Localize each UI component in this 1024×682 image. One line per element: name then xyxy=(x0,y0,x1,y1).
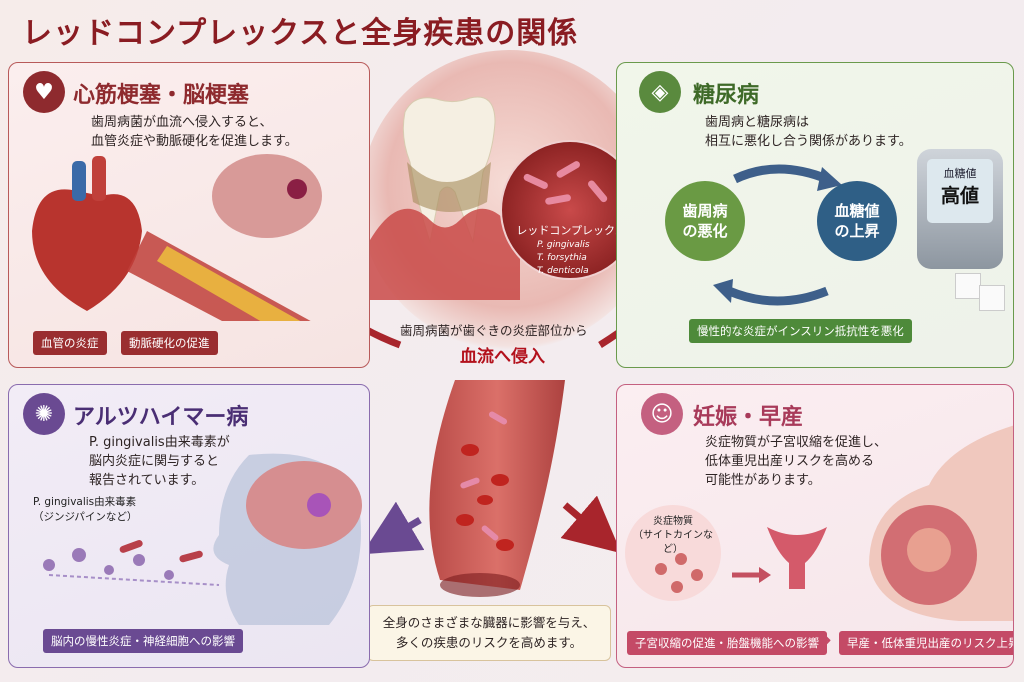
meter-value: 高値 xyxy=(940,185,979,207)
panel-diabetes: ◈ 糖尿病 歯周病と糖尿病は 相互に悪化し合う関係があります。 歯周病 の悪化 … xyxy=(616,62,1014,368)
diabetes-text-line2: 相互に悪化し合う関係があります。 xyxy=(705,134,912,149)
brain-head-illustration xyxy=(43,453,362,625)
red-complex-label: レッドコンプレックス xyxy=(516,224,626,237)
pregnancy-text: 炎症物質が子宮収縮を促進し、 低体重児出産リスクを高める 可能性があります。 xyxy=(705,433,887,490)
node-blood-sugar: 血糖値 の上昇 xyxy=(817,181,897,261)
heart-text: 歯周病菌が血流へ侵入すると、 血管炎症や動脈硬化を促進します。 xyxy=(91,113,298,151)
heart-illustration xyxy=(32,154,322,321)
tooth-icon xyxy=(402,96,496,244)
sugar-cubes xyxy=(955,273,981,299)
diabetes-badge: 慢性的な炎症がインスリン抵抗性を悪化 xyxy=(689,319,912,343)
alzheimer-text-line2: 脳内炎症に関与すると xyxy=(89,454,220,469)
pregnancy-title: 妊娠・早産 xyxy=(693,405,804,430)
cytokine-label: 炎症物質 （サイトカインなど） xyxy=(631,515,715,557)
node1-line1: 歯周病 xyxy=(682,202,728,220)
pregnant-icon: ☺ xyxy=(641,393,683,435)
heart-icon: ♥ xyxy=(23,71,65,113)
alzheimer-text-line3: 報告されています。 xyxy=(89,473,205,488)
panel-pregnancy: ☺ 妊娠・早産 炎症物質が子宮収縮を促進し、 低体重児出産リスクを高める 可能性… xyxy=(616,384,1014,668)
node2-line2: の上昇 xyxy=(834,222,880,240)
meter-label: 血糖値 xyxy=(943,167,977,180)
alzheimer-text-line1: P. gingivalis由来毒素が xyxy=(89,435,230,450)
gum-tissue xyxy=(370,208,520,300)
alzheimer-title: アルツハイマー病 xyxy=(73,405,249,430)
pregnancy-text-line1: 炎症物質が子宮収縮を促進し、 xyxy=(705,435,888,450)
arrow-to-pregnancy xyxy=(560,495,622,554)
invade-highlight: 血流へ侵入 xyxy=(460,347,545,367)
species-t-denticola: T. denticola xyxy=(537,266,589,276)
toxin-line1: P. gingivalis由来毒素 xyxy=(33,496,137,508)
pregnancy-text-line3: 可能性があります。 xyxy=(705,473,821,488)
brain-icon: ✺ xyxy=(23,393,65,435)
summary-line2: 多くの疾患のリスクを高めます。 xyxy=(395,635,583,650)
drop-cube-icon: ◈ xyxy=(639,71,681,113)
summary-box: 全身のさまざまな臓器に影響を与え、 多くの疾患のリスクを高めます。 xyxy=(367,605,611,661)
bacteria-cluster xyxy=(523,161,608,205)
diabetes-text: 歯周病と糖尿病は 相互に悪化し合う関係があります。 xyxy=(705,113,912,151)
diabetes-title: 糖尿病 xyxy=(693,83,760,108)
species-p-gingivalis: P. gingivalis xyxy=(537,240,590,250)
cytokine-line2: （サイトカインなど） xyxy=(633,530,713,555)
toxin-line2: （ジンジパインなど） xyxy=(33,511,138,523)
node-periodontal: 歯周病 の悪化 xyxy=(665,181,745,261)
panel-heart: ♥ 心筋梗塞・脳梗塞 歯周病菌が血流へ侵入すると、 血管炎症や動脈硬化を促進しま… xyxy=(8,62,370,368)
node2-line1: 血糖値 xyxy=(834,202,880,220)
uterus-fetus-illustration xyxy=(655,553,771,593)
summary-line1: 全身のさまざまな臓器に影響を与え、 xyxy=(382,615,596,630)
diabetes-text-line1: 歯周病と糖尿病は xyxy=(705,115,810,130)
toxin-label: P. gingivalis由来毒素 （ジンジパインなど） xyxy=(33,495,137,525)
glucose-meter: 血糖値 高値 xyxy=(917,149,1003,269)
panel-alzheimer: ✺ アルツハイマー病 P. gingivalis由来毒素が 脳内炎症に関与すると… xyxy=(8,384,370,668)
uterus-icon xyxy=(767,527,827,589)
heart-text-line1: 歯周病菌が血流へ侵入すると、 xyxy=(91,115,273,130)
heart-text-line2: 血管炎症や動脈硬化を促進します。 xyxy=(91,134,298,149)
species-t-forsythia: T. forsythia xyxy=(537,253,587,263)
pregnant-belly xyxy=(869,425,1013,621)
meter-screen: 血糖値 高値 xyxy=(927,159,993,223)
node1-line2: の悪化 xyxy=(682,222,728,240)
pregnancy-badge-preterm: 早産・低体重児出産のリスク上昇 xyxy=(839,631,1013,655)
pregnancy-text-line2: 低体重児出産リスクを高める xyxy=(705,454,875,469)
cycle-arrows xyxy=(713,164,842,306)
invade-text: 歯周病菌が歯ぐきの炎症部位から xyxy=(400,323,588,338)
alzheimer-badge: 脳内の慢性炎症・神経細胞への影響 xyxy=(43,629,243,653)
arrow-right-icon: ➜ xyxy=(819,631,832,649)
pregnancy-badge-uterine: 子宮収縮の促進・胎盤機能への影響 xyxy=(627,631,827,655)
heart-badge-inflammation: 血管の炎症 xyxy=(33,331,107,355)
cytokine-line1: 炎症物質 xyxy=(653,516,693,527)
alzheimer-text: P. gingivalis由来毒素が 脳内炎症に関与すると 報告されています。 xyxy=(89,433,230,490)
arrow-to-alzheimer xyxy=(361,501,425,555)
sugar-cube-2 xyxy=(979,285,1005,311)
heart-title: 心筋梗塞・脳梗塞 xyxy=(73,83,250,108)
heart-badge-atherosclerosis: 動脈硬化の促進 xyxy=(121,331,218,355)
page-title: レッドコンプレックスと全身疾患の関係 xyxy=(22,16,579,51)
